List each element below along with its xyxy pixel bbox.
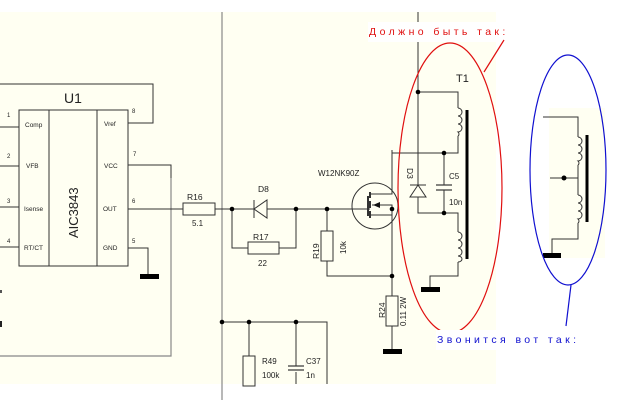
pin-name-comp: Comp xyxy=(25,122,43,129)
pin-num-2: 2 xyxy=(7,154,11,160)
blue-leader xyxy=(565,284,572,327)
ground-symbol xyxy=(543,253,561,258)
pin-name-isense: Isense xyxy=(24,206,44,213)
junction-dot xyxy=(561,175,567,181)
pin-num-4: 4 xyxy=(7,239,11,245)
ic-part-label: AIC3843 xyxy=(66,187,81,238)
capacitor-c37[interactable] xyxy=(288,365,304,371)
sheet-frame xyxy=(0,12,223,400)
capacitor-c5[interactable] xyxy=(436,184,452,191)
pin-name-rtct: RT/CT xyxy=(24,245,43,252)
c37-ref: C37 xyxy=(306,357,321,366)
pin-name-vref: Vref xyxy=(104,121,116,128)
ic-ref-label: U1 xyxy=(64,90,82,106)
c5-value: 10n xyxy=(449,198,462,207)
pin-num-3: 3 xyxy=(7,199,11,205)
diode-d8[interactable] xyxy=(253,199,268,219)
ground-symbol xyxy=(140,274,159,279)
pin-num-5: 5 xyxy=(132,239,136,245)
junction-dots xyxy=(219,89,447,325)
r17-value: 22 xyxy=(258,259,267,268)
ic-u1[interactable] xyxy=(0,83,180,276)
note-should-be: Должно быть так: xyxy=(369,26,509,38)
mosfet-q[interactable] xyxy=(351,150,399,276)
c5-ref: C5 xyxy=(449,172,460,181)
mosfet-arrow xyxy=(373,202,380,208)
resistor-r19[interactable] xyxy=(320,230,334,262)
c37-value: 1n xyxy=(306,371,315,380)
red-leader xyxy=(483,39,505,73)
r24-ref: R24 xyxy=(377,302,387,318)
pin-name-gnd: GND xyxy=(103,245,118,252)
r16-ref: R16 xyxy=(187,192,203,202)
red-note-bg xyxy=(368,22,526,42)
wires-gate-drive xyxy=(231,208,392,277)
mosfet-part: W12NK90Z xyxy=(318,169,359,178)
d8-ref: D8 xyxy=(258,184,269,194)
blue-ellipse xyxy=(529,54,607,286)
wires-lower xyxy=(222,321,328,384)
ground-symbol xyxy=(421,287,440,292)
r24-value: 0.11 2W xyxy=(399,296,408,326)
alt-winding-sheet xyxy=(549,108,605,258)
r17-ref: R17 xyxy=(253,232,269,242)
resistor-r24[interactable] xyxy=(385,276,399,350)
pin-num-8: 8 xyxy=(132,109,136,115)
r16-value: 5.1 xyxy=(192,219,204,228)
blue-note-bg xyxy=(436,330,600,350)
transformer-t1[interactable] xyxy=(456,107,469,263)
pin-num-1: 1 xyxy=(7,113,11,119)
note-rings-as: Звонится вот так: xyxy=(437,334,580,346)
t1-ref: T1 xyxy=(456,73,469,85)
edge-mark xyxy=(0,290,2,293)
resistor-r49[interactable] xyxy=(242,355,256,387)
pin-name-vcc: VCC xyxy=(104,163,118,170)
r49-value: 100k xyxy=(262,371,280,380)
edge-mark xyxy=(0,321,2,327)
resistor-r17[interactable] xyxy=(247,241,280,255)
r19-value: 10k xyxy=(339,240,348,254)
alt-transformer-winding[interactable] xyxy=(543,116,589,254)
pin-name-vfb: VFB xyxy=(26,163,39,170)
diode-d3[interactable] xyxy=(409,184,427,198)
r19-ref: R19 xyxy=(311,243,321,259)
r49-ref: R49 xyxy=(262,357,277,366)
pin-num-6: 6 xyxy=(132,199,136,205)
pin-name-out: OUT xyxy=(103,206,117,213)
pin-num-7: 7 xyxy=(133,152,137,158)
d3-ref: D3 xyxy=(405,168,415,179)
resistor-r16[interactable] xyxy=(180,202,232,216)
ground-symbol xyxy=(383,349,402,354)
